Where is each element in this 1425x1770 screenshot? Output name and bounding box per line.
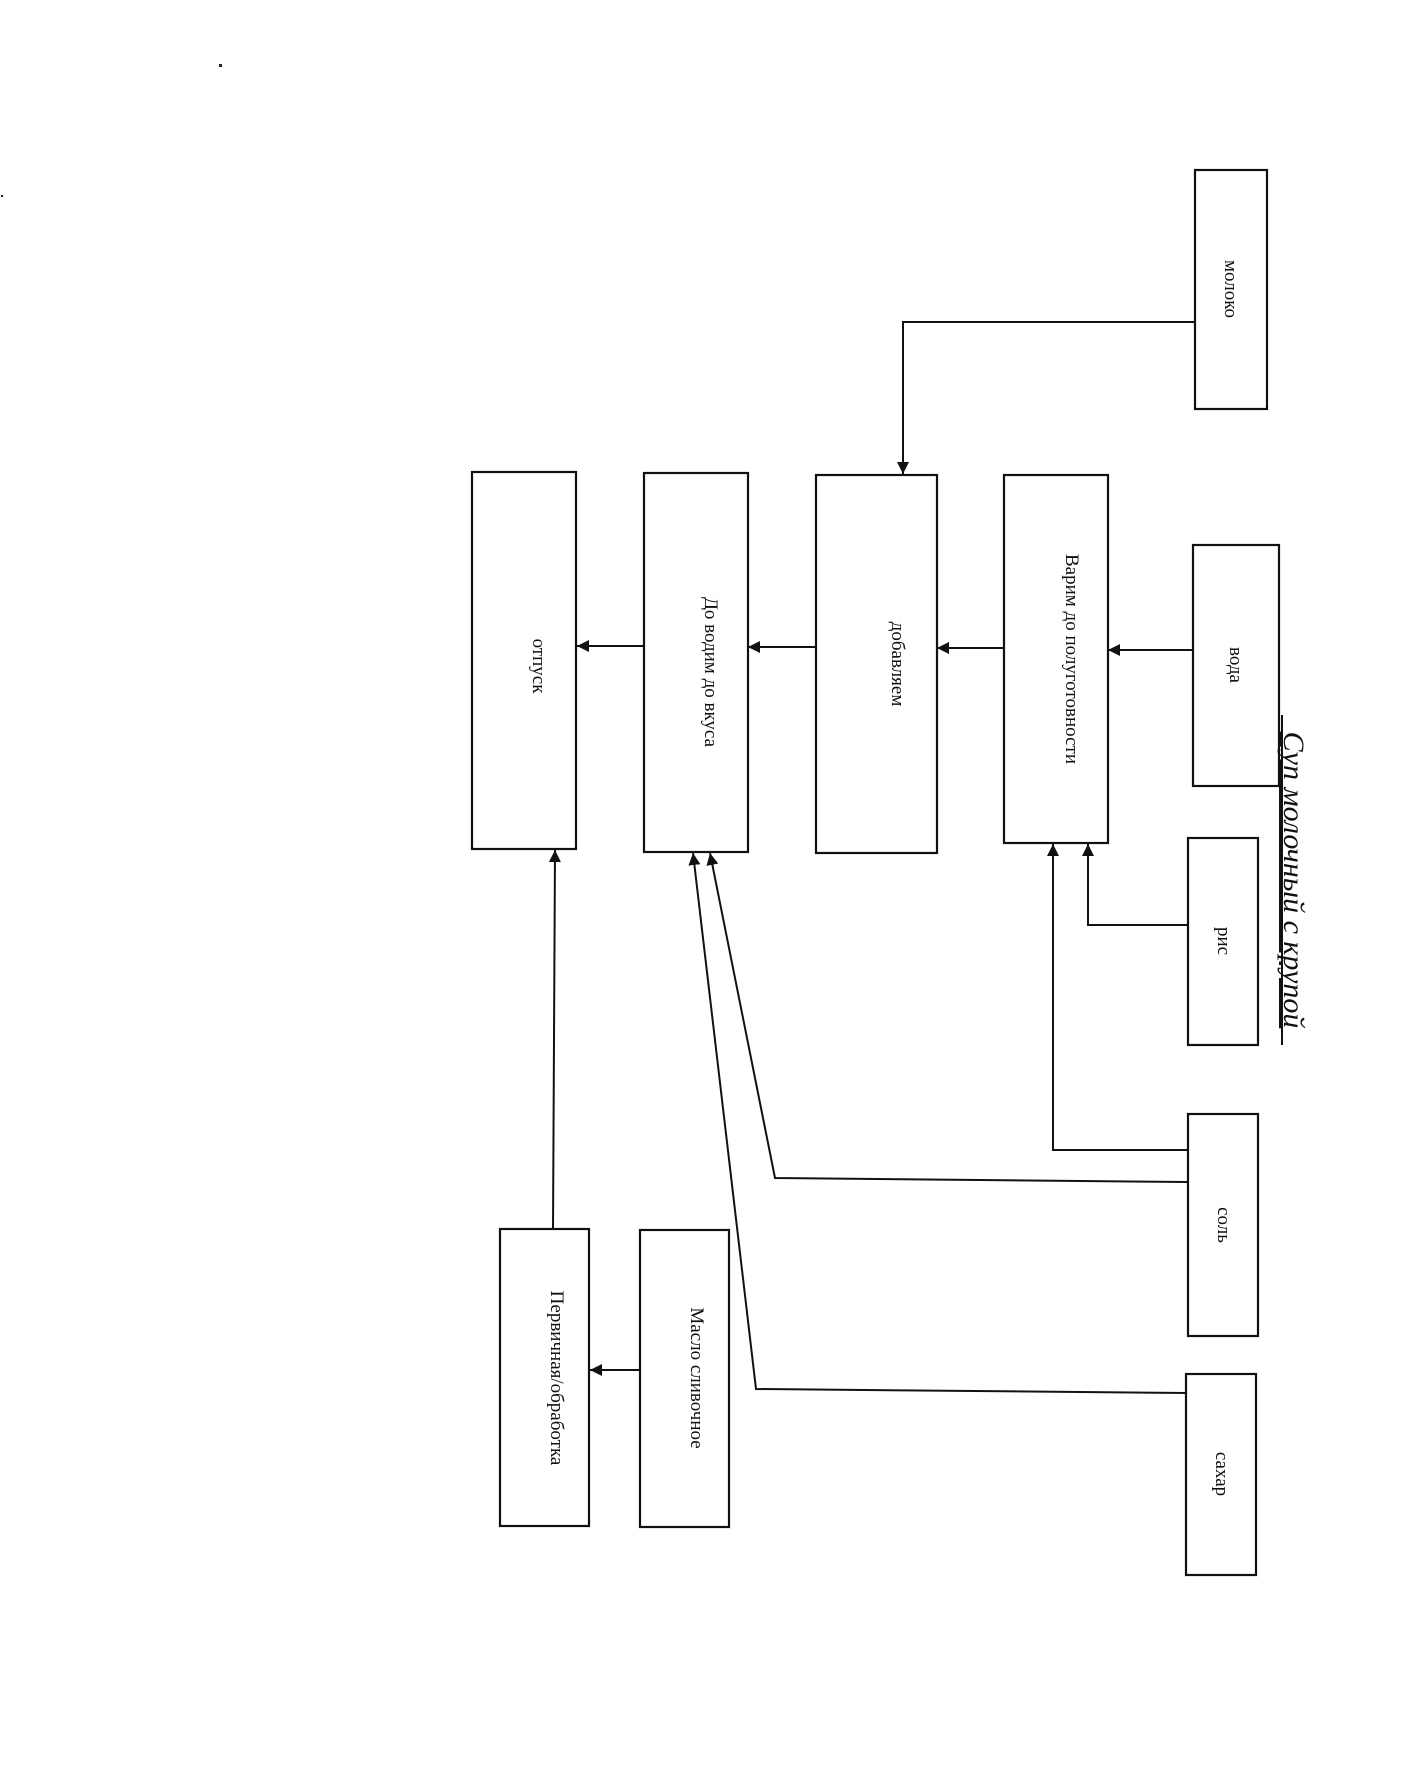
node-label: отпуск: [528, 639, 549, 695]
edge-ris-varim: [1082, 844, 1189, 926]
connectors: [548, 321, 1195, 1394]
node-label: Масло сливочное: [686, 1307, 707, 1448]
node-maslo: Масло сливочное: [638, 1228, 731, 1529]
node-label: рис: [1213, 927, 1234, 955]
node-sahar: сахар: [1184, 1372, 1258, 1577]
edge-sahar-dovodim: [688, 852, 1188, 1394]
node-label: соль: [1213, 1207, 1234, 1243]
node-moloko: молоко: [1193, 168, 1269, 411]
scan-speck: [1, 195, 3, 197]
node-label: До водим до вкуса: [700, 597, 721, 748]
node-label: вода: [1225, 647, 1246, 683]
edge-pervichnaya-otpusk: [548, 849, 561, 1230]
node-sol: соль: [1186, 1112, 1260, 1338]
node-label: добавляем: [887, 622, 908, 707]
node-dobavlyaem: добавляем: [814, 473, 939, 855]
node-ris: рис: [1186, 836, 1260, 1047]
edge-moloko-dobavlyaem: [897, 321, 1195, 474]
node-label: Варим до полуготовности: [1061, 554, 1082, 764]
node-label: молоко: [1220, 260, 1241, 318]
node-label: сахар: [1211, 1452, 1232, 1496]
scan-speck: [219, 64, 222, 67]
node-voda: вода: [1191, 543, 1281, 788]
edge-sol-varim: [1047, 844, 1189, 1151]
node-pervichnaya: Первичная/обработка: [498, 1227, 591, 1528]
node-varim: Варим до полуготовности: [1002, 473, 1110, 845]
node-otpusk: отпуск: [470, 470, 578, 851]
node-dovodim: До водим до вкуса: [642, 471, 750, 854]
edge-sol-dovodim: [706, 852, 1189, 1183]
node-label: Первичная/обработка: [546, 1291, 567, 1466]
